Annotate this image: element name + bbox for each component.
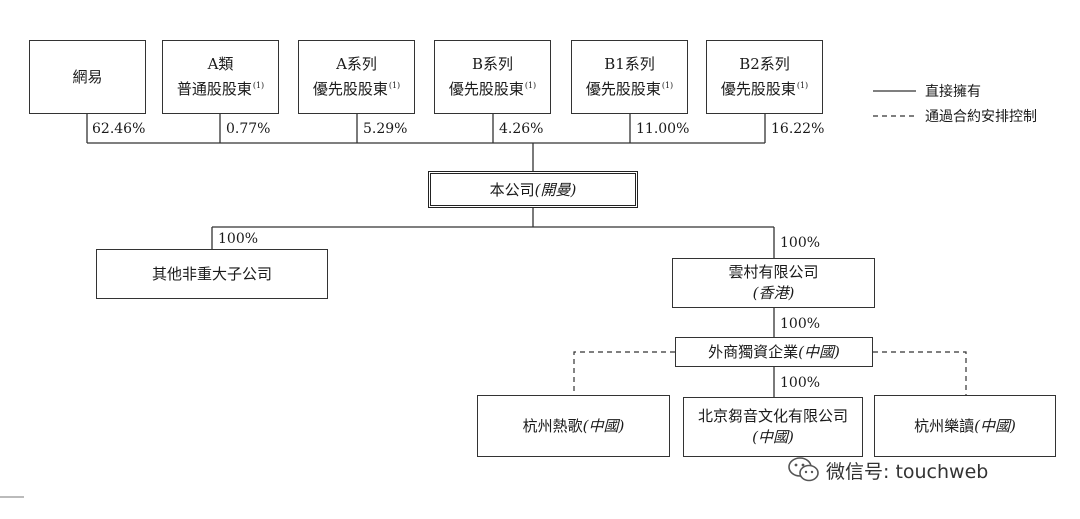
entity-jurisdiction: (中國)	[974, 416, 1016, 435]
pct-series-b: 4.26%	[499, 121, 544, 137]
footnote-mark: (1)	[524, 81, 537, 90]
entity-jurisdiction: (中國)	[582, 416, 625, 435]
pct-other-subsidiaries: 100%	[218, 231, 259, 247]
shareholder-type: 優先股股東	[312, 80, 388, 98]
shareholder-type: 優先股股東	[585, 80, 661, 98]
footnote-mark: (1)	[252, 81, 265, 90]
wfoe-box: 外商獨資企業 (中國)	[675, 337, 873, 367]
entity-name: 杭州樂讀	[914, 416, 975, 435]
legend-contractual: 通過合約安排控制	[925, 109, 1037, 125]
shareholder-netease: 網易	[29, 40, 146, 114]
hangzhou-rege-box: 杭州熱歌 (中國)	[477, 395, 670, 457]
entity-name: 外商獨資企業	[708, 342, 799, 361]
beijing-box: 北京芻音文化有限公司 (中國)	[683, 397, 863, 457]
pct-hk: 100%	[780, 235, 821, 251]
shareholder-series-a-preferred: A系列 優先股股東(1)	[298, 40, 415, 114]
shareholder-series-b1-preferred: B1系列 優先股股東(1)	[571, 40, 688, 114]
company-jurisdiction: (開曼)	[534, 181, 577, 199]
entity-name: 其他非重大子公司	[151, 264, 272, 283]
shareholder-type: 優先股股東	[720, 80, 796, 98]
hangzhou-ledu-box: 杭州樂讀 (中國)	[874, 395, 1056, 457]
entity-name: 北京芻音文化有限公司	[697, 407, 848, 425]
watermark-text: 微信号: touchweb	[826, 460, 989, 483]
company-box: 本公司 (開曼)	[428, 171, 638, 208]
legend-direct: 直接擁有	[925, 84, 981, 100]
entity-name: 雲村有限公司	[728, 263, 819, 281]
footnote-mark: (1)	[796, 81, 809, 90]
entity-name: 杭州熱歌	[522, 416, 583, 435]
footnote-mark: (1)	[661, 81, 674, 90]
shareholder-name: B系列	[471, 55, 514, 73]
entity-jurisdiction: (中國)	[752, 428, 794, 446]
shareholder-name: A類	[207, 55, 234, 73]
pct-class-a: 0.77%	[226, 121, 271, 137]
pct-wfoe: 100%	[780, 316, 821, 332]
pct-netease: 62.46%	[92, 121, 146, 137]
shareholder-type: 普通股股東	[176, 80, 252, 98]
shareholder-series-b2-preferred: B2系列 優先股股東(1)	[706, 40, 823, 114]
shareholder-name: B2系列	[739, 55, 790, 73]
entity-jurisdiction: (香港)	[752, 284, 795, 302]
shareholder-name: A系列	[336, 55, 377, 73]
footnote-mark: (1)	[388, 81, 401, 90]
shareholder-series-b-preferred: B系列 優先股股東(1)	[434, 40, 551, 114]
shareholder-name: 網易	[72, 67, 103, 86]
shareholder-name: B1系列	[604, 55, 655, 73]
company-name: 本公司	[489, 181, 535, 199]
wechat-watermark: 微信号: touchweb	[788, 452, 988, 488]
shareholder-class-a-ordinary: A類 普通股股東(1)	[162, 40, 279, 114]
other-subsidiaries-box: 其他非重大子公司	[96, 249, 328, 299]
pct-series-b2: 16.22%	[771, 121, 825, 137]
wechat-icon	[788, 457, 819, 482]
pct-series-a: 5.29%	[363, 121, 408, 137]
entity-jurisdiction: (中國)	[798, 342, 840, 361]
yuncun-hk-box: 雲村有限公司 (香港)	[672, 258, 875, 308]
pct-beijing: 100%	[780, 375, 821, 391]
shareholder-type: 優先股股東	[448, 80, 524, 98]
pct-series-b1: 11.00%	[636, 121, 690, 137]
